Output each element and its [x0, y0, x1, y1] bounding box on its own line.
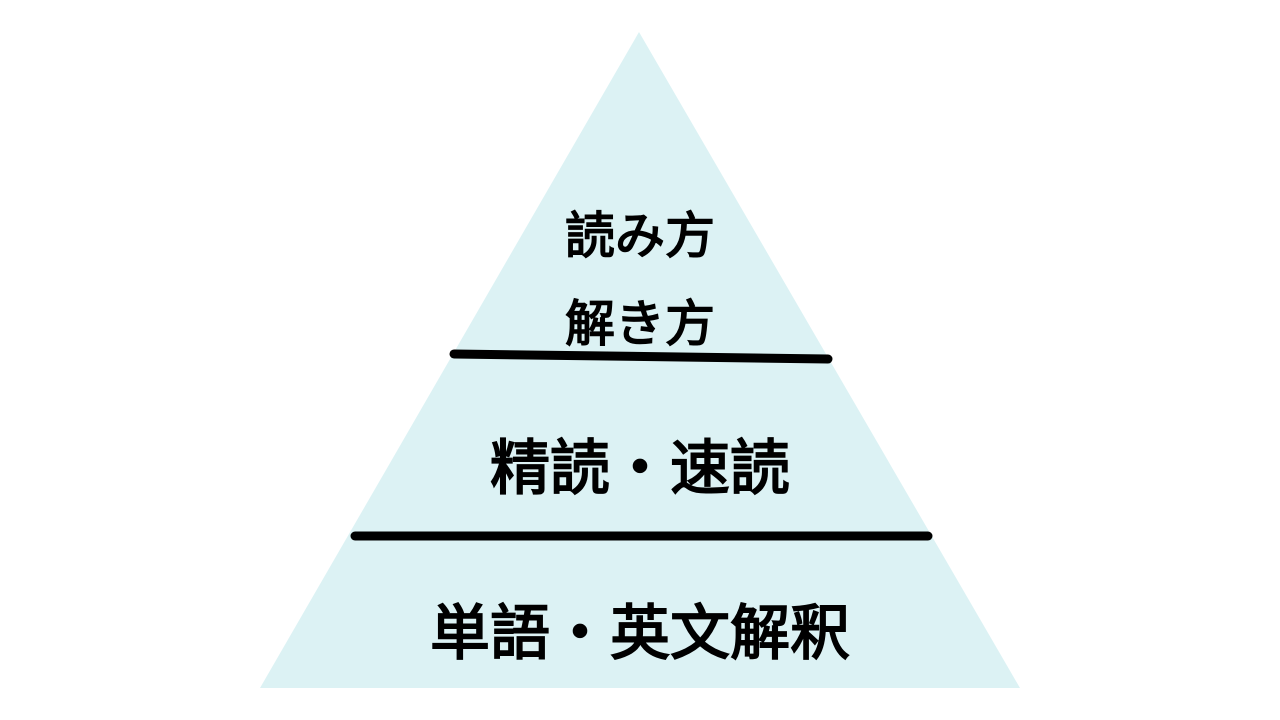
middle-level-label: 精読・速読 — [490, 434, 790, 504]
divider-top — [449, 349, 833, 364]
top-level-label: 読み方 解き方 — [0, 192, 1280, 368]
top-level-line-2: 解き方 — [565, 295, 715, 353]
top-level-line-1: 読み方 — [565, 207, 715, 265]
bottom-level-label: 単語・英文解釈 — [430, 599, 850, 669]
